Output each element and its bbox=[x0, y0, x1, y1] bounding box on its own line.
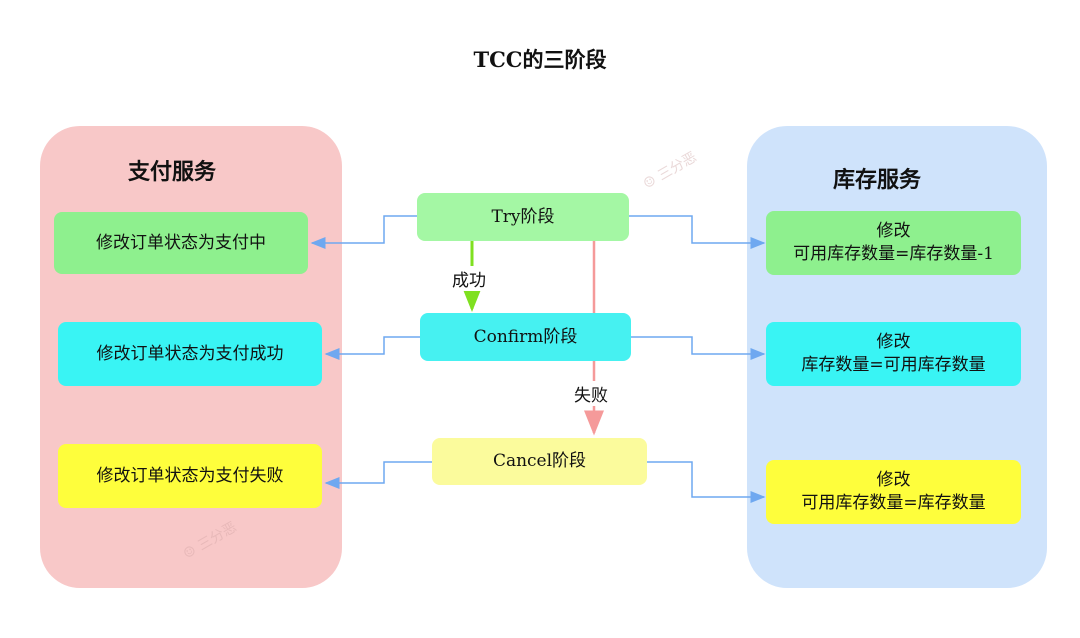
edge-label-success: 成功 bbox=[452, 266, 486, 291]
phase-confirm: Confirm阶段 bbox=[420, 313, 631, 361]
inventory-box-try: 修改 可用库存数量=库存数量-1 bbox=[766, 211, 1021, 275]
payment-service-title: 支付服务 bbox=[128, 159, 217, 185]
inventory-box-cancel-line1: 修改 bbox=[876, 470, 911, 491]
edge-label-failure: 失败 bbox=[574, 381, 608, 406]
arrow-cancel-to-inventory bbox=[647, 461, 766, 503]
inventory-box-confirm: 修改 库存数量=可用库存数量 bbox=[766, 322, 1021, 386]
inventory-box-cancel-line2: 可用库存数量=库存数量 bbox=[801, 493, 986, 513]
arrow-confirm-to-inventory bbox=[631, 336, 766, 360]
arrow-confirm-to-payment bbox=[324, 336, 420, 360]
inventory-box-confirm-line1: 修改 bbox=[876, 332, 911, 353]
payment-box-paying: 修改订单状态为支付中 bbox=[54, 212, 308, 274]
inventory-service-title: 库存服务 bbox=[833, 167, 922, 193]
phase-cancel: Cancel阶段 bbox=[432, 438, 647, 485]
arrow-cancel-to-payment bbox=[324, 461, 432, 489]
payment-box-failure: 修改订单状态为支付失败 bbox=[58, 444, 322, 508]
arrow-try-to-payment bbox=[310, 215, 417, 249]
inventory-box-cancel: 修改 可用库存数量=库存数量 bbox=[766, 460, 1021, 524]
diagram-title: TCC的三阶段 bbox=[473, 47, 607, 72]
payment-box-success: 修改订单状态为支付成功 bbox=[58, 322, 322, 386]
inventory-box-try-line1: 修改 bbox=[876, 221, 911, 242]
inventory-box-confirm-line2: 库存数量=可用库存数量 bbox=[801, 355, 986, 375]
arrow-try-to-inventory bbox=[629, 215, 766, 249]
inventory-box-try-line2: 可用库存数量=库存数量-1 bbox=[793, 244, 994, 264]
phase-try: Try阶段 bbox=[417, 193, 629, 241]
